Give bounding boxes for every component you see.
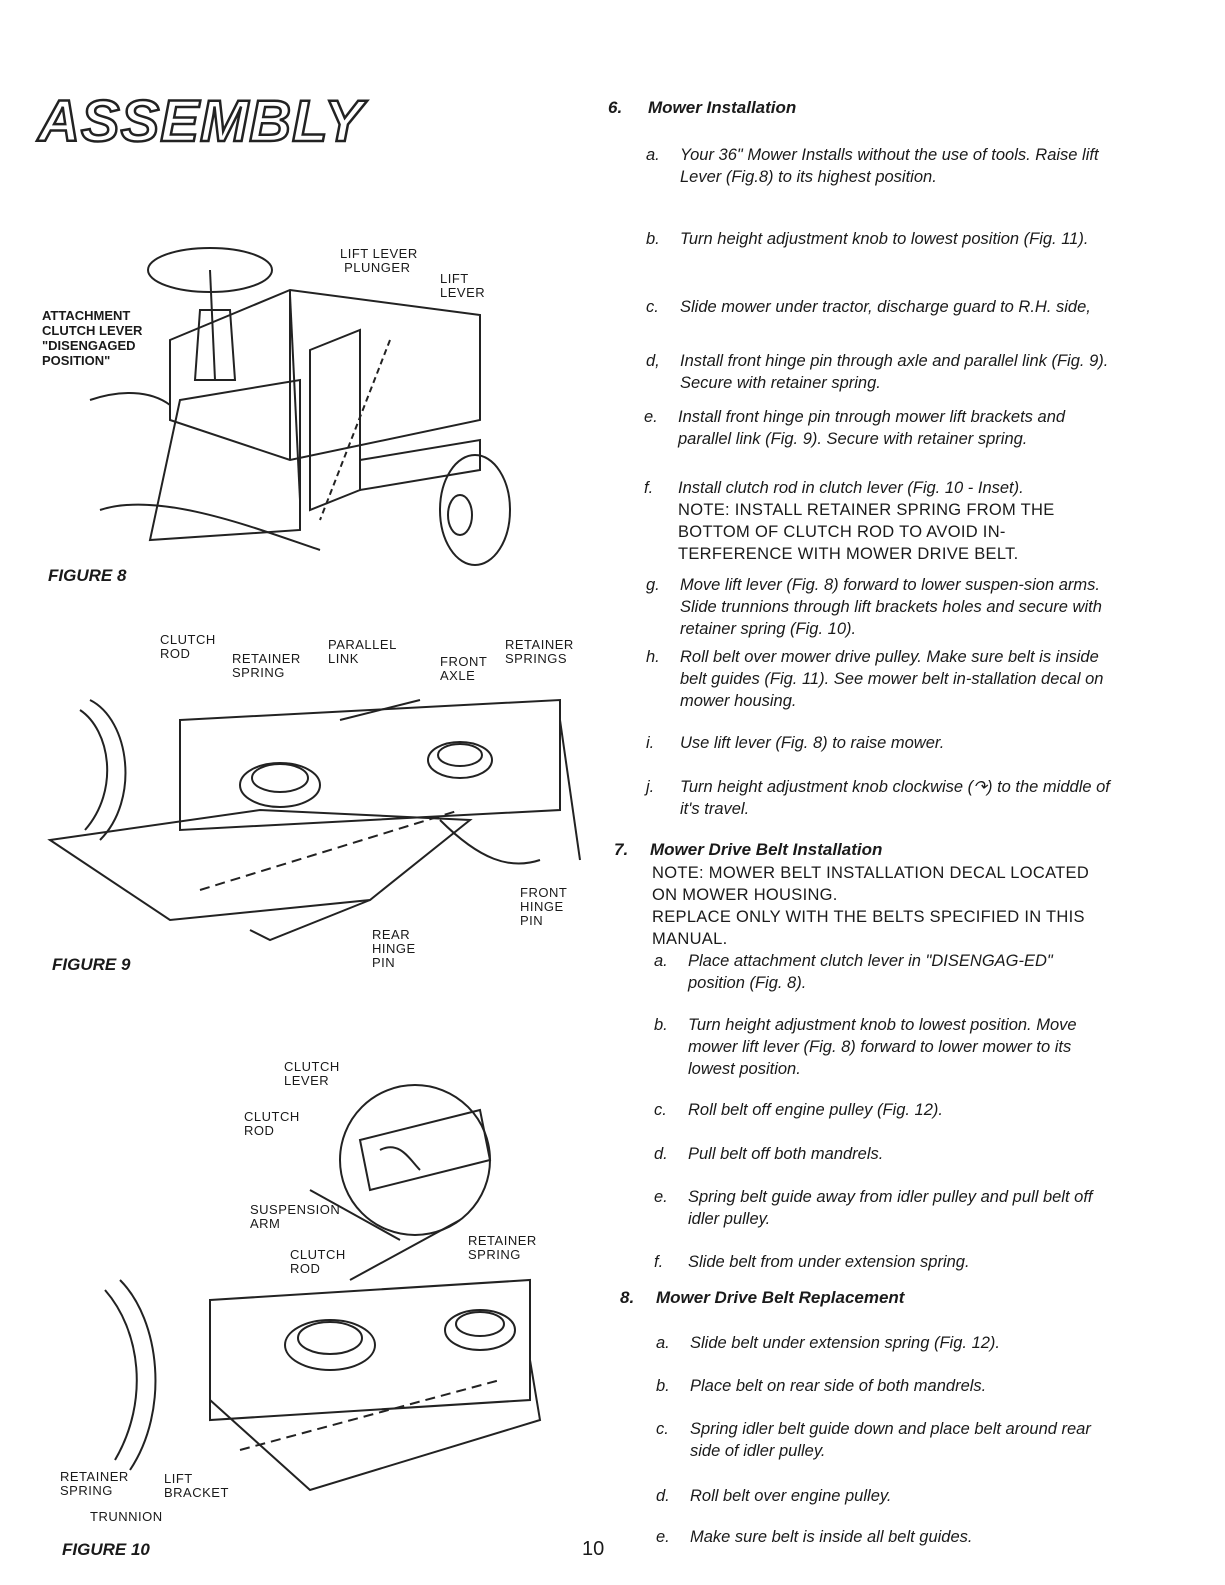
step-6f: f. Install clutch rod in clutch lever (Fi… <box>644 477 1118 499</box>
step-letter: f. <box>644 479 654 497</box>
label-lift-bracket: LIFT BRACKET <box>164 1471 229 1500</box>
section-7-title: Mower Drive Belt Installation <box>650 840 883 859</box>
label-lift-lever: LIFT LEVER <box>440 271 486 300</box>
step-6g: g. Move lift lever (Fig. 8) forward to lo… <box>646 574 1120 640</box>
step-text: Place belt on rear side of both mandrels… <box>690 1377 987 1395</box>
label-lift-lever-plunger: LIFT LEVER PLUNGER <box>340 246 418 275</box>
page-number: 10 <box>582 1538 605 1560</box>
step-text: Slide mower under tractor, discharge gua… <box>680 298 1091 316</box>
figure-9-illustration <box>47 698 581 942</box>
step-letter: a. <box>646 146 660 164</box>
figure-8-illustration <box>89 247 511 566</box>
label-retainer-spring-right: RETAINER SPRING <box>468 1233 537 1262</box>
step-text: Turn height adjustment knob to lowest po… <box>688 1016 1077 1078</box>
step-7d: d. Pull belt off both mandrels. <box>654 1143 1113 1165</box>
label-suspension-arm: SUSPENSION ARM <box>250 1202 341 1231</box>
step-6b: b. Turn height adjustment knob to lowest … <box>646 228 1120 250</box>
step-7e: e. Spring belt guide away from idler pull… <box>654 1186 1113 1230</box>
step-letter: b. <box>654 1016 668 1034</box>
label-retainer-spring: RETAINER SPRING <box>232 651 301 680</box>
step-letter: b. <box>646 230 660 248</box>
section-8-number: 8. <box>620 1288 635 1307</box>
step-letter: d. <box>656 1487 670 1505</box>
step-text: Roll belt off engine pulley (Fig. 12). <box>688 1101 943 1119</box>
figure-9-caption: FIGURE 9 <box>52 955 131 974</box>
step-text: Spring belt guide away from idler pulley… <box>688 1188 1093 1228</box>
step-text: Use lift lever (Fig. 8) to raise mower. <box>680 734 945 752</box>
step-7a: a. Place attachment clutch lever in "DISE… <box>654 950 1113 994</box>
label-attachment-clutch-lever: ATTACHMENT CLUTCH LEVER "DISENGAGED POSI… <box>42 308 143 368</box>
step-text: Spring idler belt guide down and place b… <box>690 1420 1091 1460</box>
step-text: Move lift lever (Fig. 8) forward to lowe… <box>680 576 1102 638</box>
step-letter: c. <box>654 1101 667 1119</box>
section-7-note-decal: NOTE: MOWER BELT INSTALLATION DECAL LOCA… <box>652 864 1090 904</box>
label-front-hinge-pin: FRONT HINGE PIN <box>520 885 568 928</box>
step-letter: j. <box>646 778 655 796</box>
step-6c: c. Slide mower under tractor, discharge g… <box>646 296 1120 318</box>
step-letter: c. <box>656 1420 669 1438</box>
step-text: Install clutch rod in clutch lever (Fig.… <box>678 479 1024 497</box>
label-clutch-lever: CLUTCH LEVER <box>284 1059 340 1088</box>
step-letter: a. <box>654 952 668 970</box>
step-7b: b. Turn height adjustment knob to lowest … <box>654 1014 1113 1080</box>
label-clutch-rod-top: CLUTCH ROD <box>244 1109 300 1138</box>
step-text: Turn height adjustment knob clockwise (↷… <box>680 778 1110 818</box>
section-7-number: 7. <box>614 840 629 859</box>
label-front-axle: FRONT AXLE <box>440 654 488 683</box>
step-letter: c. <box>646 298 659 316</box>
label-clutch-rod: CLUTCH ROD <box>160 632 216 661</box>
step-text: Install front hinge pin through axle and… <box>680 352 1109 392</box>
step-6f-note: NOTE: INSTALL RETAINER SPRING FROM THE B… <box>678 501 1055 563</box>
step-8e: e. Make sure belt is inside all belt guid… <box>656 1526 1115 1548</box>
step-6e: e. Install front hinge pin tnrough mower … <box>644 406 1118 450</box>
section-8-title: Mower Drive Belt Replacement <box>656 1288 905 1307</box>
step-text: Slide belt from under extension spring. <box>688 1253 970 1271</box>
step-text: Install front hinge pin tnrough mower li… <box>678 408 1066 448</box>
step-letter: e. <box>644 408 658 426</box>
step-text: Roll belt over mower drive pulley. Make … <box>680 648 1104 710</box>
label-rear-hinge-pin: REAR HINGE PIN <box>372 927 416 970</box>
step-text: Make sure belt is inside all belt guides… <box>690 1528 973 1546</box>
section-7-note-replace: REPLACE ONLY WITH THE BELTS SPECIFIED IN… <box>652 908 1085 948</box>
step-letter: e. <box>656 1528 670 1546</box>
step-letter: e. <box>654 1188 668 1206</box>
page-title: ASSEMBLY <box>37 88 364 156</box>
step-text: Roll belt over engine pulley. <box>690 1487 892 1505</box>
step-letter: a. <box>656 1334 670 1352</box>
step-text: Pull belt off both mandrels. <box>688 1145 884 1163</box>
step-letter: h. <box>646 648 660 666</box>
figure-10-caption: FIGURE 10 <box>62 1540 150 1559</box>
figure-10-illustration <box>104 1084 542 1492</box>
label-trunnion: TRUNNION <box>90 1509 163 1524</box>
label-parallel-link: PARALLEL LINK <box>328 637 397 666</box>
section-6-title: Mower Installation <box>648 98 797 117</box>
step-6h: h. Roll belt over mower drive pulley. Mak… <box>646 646 1120 712</box>
label-retainer-spring-left: RETAINER SPRING <box>60 1469 129 1498</box>
step-6i: i. Use lift lever (Fig. 8) to raise mower… <box>646 732 1120 754</box>
step-letter: f. <box>654 1253 664 1271</box>
step-letter: d, <box>646 352 660 370</box>
label-retainer-springs: RETAINER SPRINGS <box>505 637 574 666</box>
step-6a: a. Your 36" Mower Installs without the us… <box>646 144 1120 188</box>
step-text: Your 36" Mower Installs without the use … <box>680 146 1099 186</box>
step-8c: c. Spring idler belt guide down and place… <box>656 1418 1115 1462</box>
step-text: Turn height adjustment knob to lowest po… <box>680 230 1089 248</box>
step-text: Place attachment clutch lever in "DISENG… <box>688 952 1053 992</box>
step-text: Slide belt under extension spring (Fig. … <box>690 1334 1001 1352</box>
step-letter: b. <box>656 1377 670 1395</box>
step-letter: i. <box>646 734 655 752</box>
step-7f: f. Slide belt from under extension spring… <box>654 1251 1113 1273</box>
step-7c: c. Roll belt off engine pulley (Fig. 12). <box>654 1099 1113 1121</box>
step-8a: a. Slide belt under extension spring (Fig… <box>656 1332 1115 1354</box>
step-letter: g. <box>646 576 660 594</box>
step-letter: d. <box>654 1145 668 1163</box>
label-clutch-rod-mid: CLUTCH ROD <box>290 1247 346 1276</box>
step-8b: b. Place belt on rear side of both mandre… <box>656 1375 1115 1397</box>
figure-8-caption: FIGURE 8 <box>48 566 127 585</box>
step-8d: d. Roll belt over engine pulley. <box>656 1485 1115 1507</box>
step-6d: d, Install front hinge pin through axle a… <box>646 350 1120 394</box>
section-6-number: 6. <box>608 98 623 117</box>
step-6j: j. Turn height adjustment knob clockwise … <box>646 776 1120 820</box>
